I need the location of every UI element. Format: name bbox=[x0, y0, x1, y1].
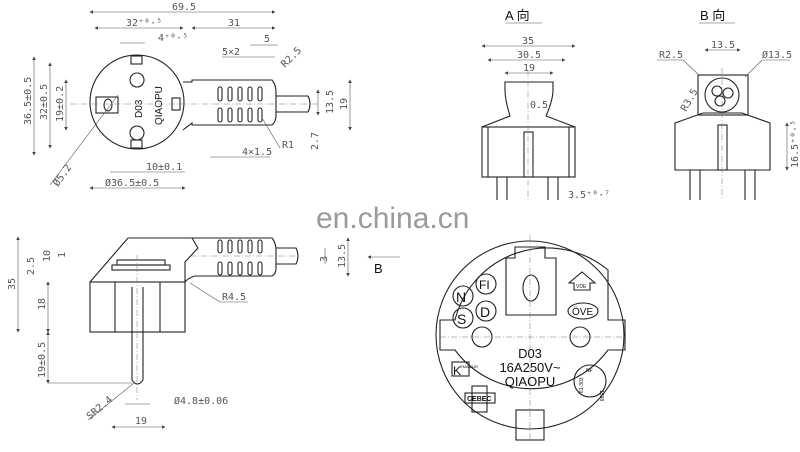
ove-mark bbox=[567, 302, 599, 320]
face-brand-text: QIAOPU bbox=[154, 86, 165, 125]
nf-code-2: 1538 bbox=[598, 390, 604, 401]
dim-rib-width: 4×1.5 bbox=[242, 147, 272, 158]
earth-notch-bottom bbox=[130, 139, 143, 149]
plug-face-outline bbox=[89, 54, 185, 150]
dim-a-groove: 0.5 bbox=[530, 100, 548, 111]
dim-outer-height: 36.5±0.5 bbox=[23, 77, 34, 125]
watermark: en.china.cn bbox=[316, 202, 469, 235]
dim-total-height: 35 bbox=[7, 278, 18, 290]
earth-clip bbox=[505, 246, 557, 316]
socket-body bbox=[89, 281, 186, 333]
dim-face-dia: Ø36.5±0.5 bbox=[105, 177, 159, 189]
face-outline bbox=[439, 247, 626, 390]
mark-d: D bbox=[480, 304, 490, 320]
dim-fillet: R4.5 bbox=[222, 292, 246, 303]
dim-screw-dia: Ø5.2 bbox=[51, 162, 75, 189]
dim-step: 1 bbox=[57, 252, 68, 258]
nf-code-1: 61-303 bbox=[579, 377, 585, 393]
face-brand: QIAOPU bbox=[505, 374, 556, 389]
cebec-mark bbox=[464, 392, 496, 404]
dim-a-inner-width: 30.5 bbox=[517, 50, 541, 61]
grip-ribs bbox=[217, 86, 263, 123]
nf-mark bbox=[573, 364, 607, 398]
dim-body-length: 31 bbox=[228, 18, 240, 29]
view-a-body bbox=[481, 126, 576, 178]
dim-rib-offset: 2.7 bbox=[310, 132, 321, 150]
dim-a-pin-note: 3.5⁺⁰·⁷ bbox=[568, 190, 610, 201]
cert-marks: N FI S D VDE ÖVE K EMA EUR CEBEC NF 61-3… bbox=[451, 271, 607, 413]
view-b-cable-housing bbox=[697, 74, 749, 116]
vde-mark bbox=[567, 271, 597, 291]
view-b: B 向 13.5 R2.5 Ø13.5 R3.5 16.5⁺⁰·⁵ bbox=[657, 8, 800, 200]
dim-collar: 10 bbox=[42, 250, 53, 262]
face-view: N FI S D VDE ÖVE K EMA EUR CEBEC NF 61-3… bbox=[435, 235, 626, 441]
dim-cable-dia: 13.5 bbox=[325, 90, 336, 114]
dim-slot-offset: 4⁺⁰·⁵ bbox=[158, 33, 188, 44]
dim-b-inner-radius: R3.5 bbox=[679, 87, 701, 113]
cable-housing bbox=[184, 237, 277, 283]
dim-cable-offset: 3 bbox=[319, 256, 330, 262]
dim-rib-end: 5 bbox=[264, 34, 270, 45]
dim-b-cable-dia: Ø13.5 bbox=[762, 49, 792, 61]
dim-pin-tip: SR2.4 bbox=[85, 395, 115, 423]
cebec-text: CEBEC bbox=[467, 396, 492, 403]
dim-pin-length: 19±0.5 bbox=[37, 342, 48, 378]
mark-fi: FI bbox=[479, 278, 490, 292]
dim-radius-end: R2.5 bbox=[279, 45, 304, 70]
dim-rib-radius: R1 bbox=[282, 140, 294, 151]
view-b-body bbox=[674, 112, 771, 171]
dim-inner-height: 32±0.5 bbox=[39, 84, 50, 120]
face-rating: 16A250V~ bbox=[499, 360, 560, 375]
kema-k: K bbox=[453, 364, 461, 378]
pin bbox=[131, 332, 144, 385]
plug-body-outline bbox=[182, 79, 277, 131]
mark-s: S bbox=[457, 311, 466, 327]
collar-outline bbox=[89, 237, 199, 283]
dim-b-height: 16.5⁺⁰·⁵ bbox=[790, 120, 800, 168]
view-b-title: B 向 bbox=[700, 8, 725, 23]
dim-b-neck-width: 13.5 bbox=[711, 40, 735, 51]
dim-a-neck-width: 19 bbox=[523, 63, 535, 74]
side-view: 35 2.5 10 1 18 19±0.5 3 13.5 R4.5 Ø4.8±0… bbox=[7, 236, 400, 429]
earth-notch-top bbox=[130, 55, 143, 65]
kema-sub: EMA EUR bbox=[460, 364, 478, 369]
face-model-text: D03 bbox=[134, 99, 145, 118]
dim-neck-height: 19±0.2 bbox=[55, 86, 66, 122]
side-grip-ribs bbox=[217, 239, 263, 276]
pin-hole-top bbox=[129, 72, 145, 88]
mark-n: N bbox=[456, 289, 466, 305]
ove-text: ÖVE bbox=[572, 306, 593, 318]
screw-recess bbox=[95, 96, 119, 114]
dim-body-height: 18 bbox=[37, 298, 48, 310]
face-model: D03 bbox=[518, 346, 542, 361]
dim-top-offset: 2.5 bbox=[26, 257, 37, 275]
pin-hole-bottom bbox=[129, 125, 145, 141]
dim-a-width: 35 bbox=[522, 36, 534, 47]
screw-icon bbox=[103, 98, 113, 112]
dim-face-to-neck: 32⁺⁰·⁵ bbox=[126, 18, 162, 29]
dim-pin-spacing: 19 bbox=[135, 416, 147, 427]
dim-rib-pitch: 5×2 bbox=[222, 47, 240, 58]
dim-pin-dia: Ø4.8±0.06 bbox=[174, 395, 228, 407]
view-a-neck bbox=[481, 81, 576, 128]
dim-overall-length: 69.5 bbox=[172, 2, 196, 13]
dim-cable-height: 13.5 bbox=[337, 244, 348, 268]
dim-body-height: 19 bbox=[339, 98, 350, 110]
vde-text: VDE bbox=[576, 284, 587, 290]
kema-mark bbox=[451, 361, 470, 377]
view-b-label: B bbox=[374, 261, 383, 276]
dim-pin-offset: 10±0.1 bbox=[146, 162, 182, 173]
nf-text: NF bbox=[586, 368, 593, 374]
view-a: A 向 35 30.5 19 0.5 3.5⁺⁰·⁷ bbox=[481, 8, 610, 201]
top-view: D03 QIAOPU 69.5 32⁺⁰·⁵ 31 4⁺⁰·⁵ 5 5×2 R2… bbox=[23, 2, 352, 190]
dim-b-radius: R2.5 bbox=[659, 50, 683, 61]
view-a-title: A 向 bbox=[505, 8, 530, 23]
